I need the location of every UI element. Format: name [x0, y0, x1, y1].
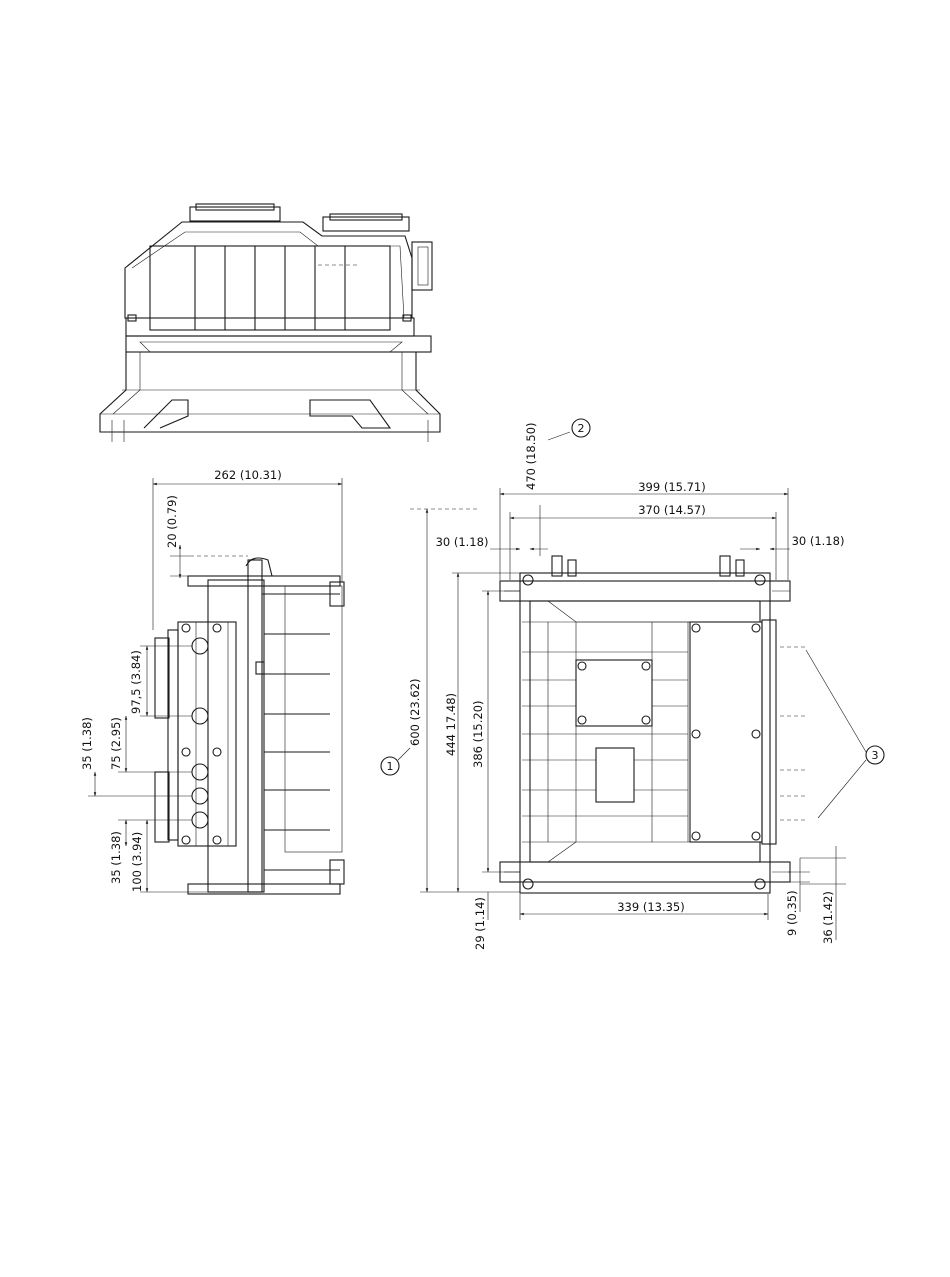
dim-30-left: 30 (1.18): [436, 535, 489, 549]
dim-370: 370 (14.57): [638, 503, 706, 517]
plan-view: [398, 432, 866, 940]
callout-1: 1: [381, 757, 399, 775]
callout-2-label: 2: [578, 422, 585, 435]
dim-75: 75 (2.95): [109, 717, 123, 770]
callout-1-label: 1: [387, 760, 394, 773]
callout-2: 2: [572, 419, 590, 437]
dim-30-right: 30 (1.18): [792, 534, 845, 548]
dim-9: 9 (0.35): [785, 890, 799, 936]
dim-35-top: 35 (1.38): [80, 717, 94, 770]
dim-36: 36 (1.42): [821, 891, 835, 944]
front-elevation-view: [100, 204, 440, 442]
dim-444: 444 17.48): [444, 693, 458, 756]
dim-100: 100 (3.94): [130, 832, 144, 892]
dim-29: 29 (1.14): [473, 897, 487, 950]
dim-399: 399 (15.71): [638, 480, 706, 494]
dim-35-bottom: 35 (1.38): [109, 831, 123, 884]
dim-386: 386 (15.20): [471, 700, 485, 768]
callout-3: 3: [866, 746, 884, 764]
dim-97-5: 97,5 (3.84): [129, 650, 143, 714]
dim-339: 339 (13.35): [617, 900, 685, 914]
callout-3-label: 3: [872, 749, 879, 762]
dim-470: 470 (18.50): [524, 422, 538, 490]
dim-600: 600 (23.62): [408, 678, 422, 746]
dim-20: 20 (0.79): [165, 495, 179, 548]
dim-262: 262 (10.31): [214, 468, 282, 482]
side-view: [88, 478, 344, 894]
